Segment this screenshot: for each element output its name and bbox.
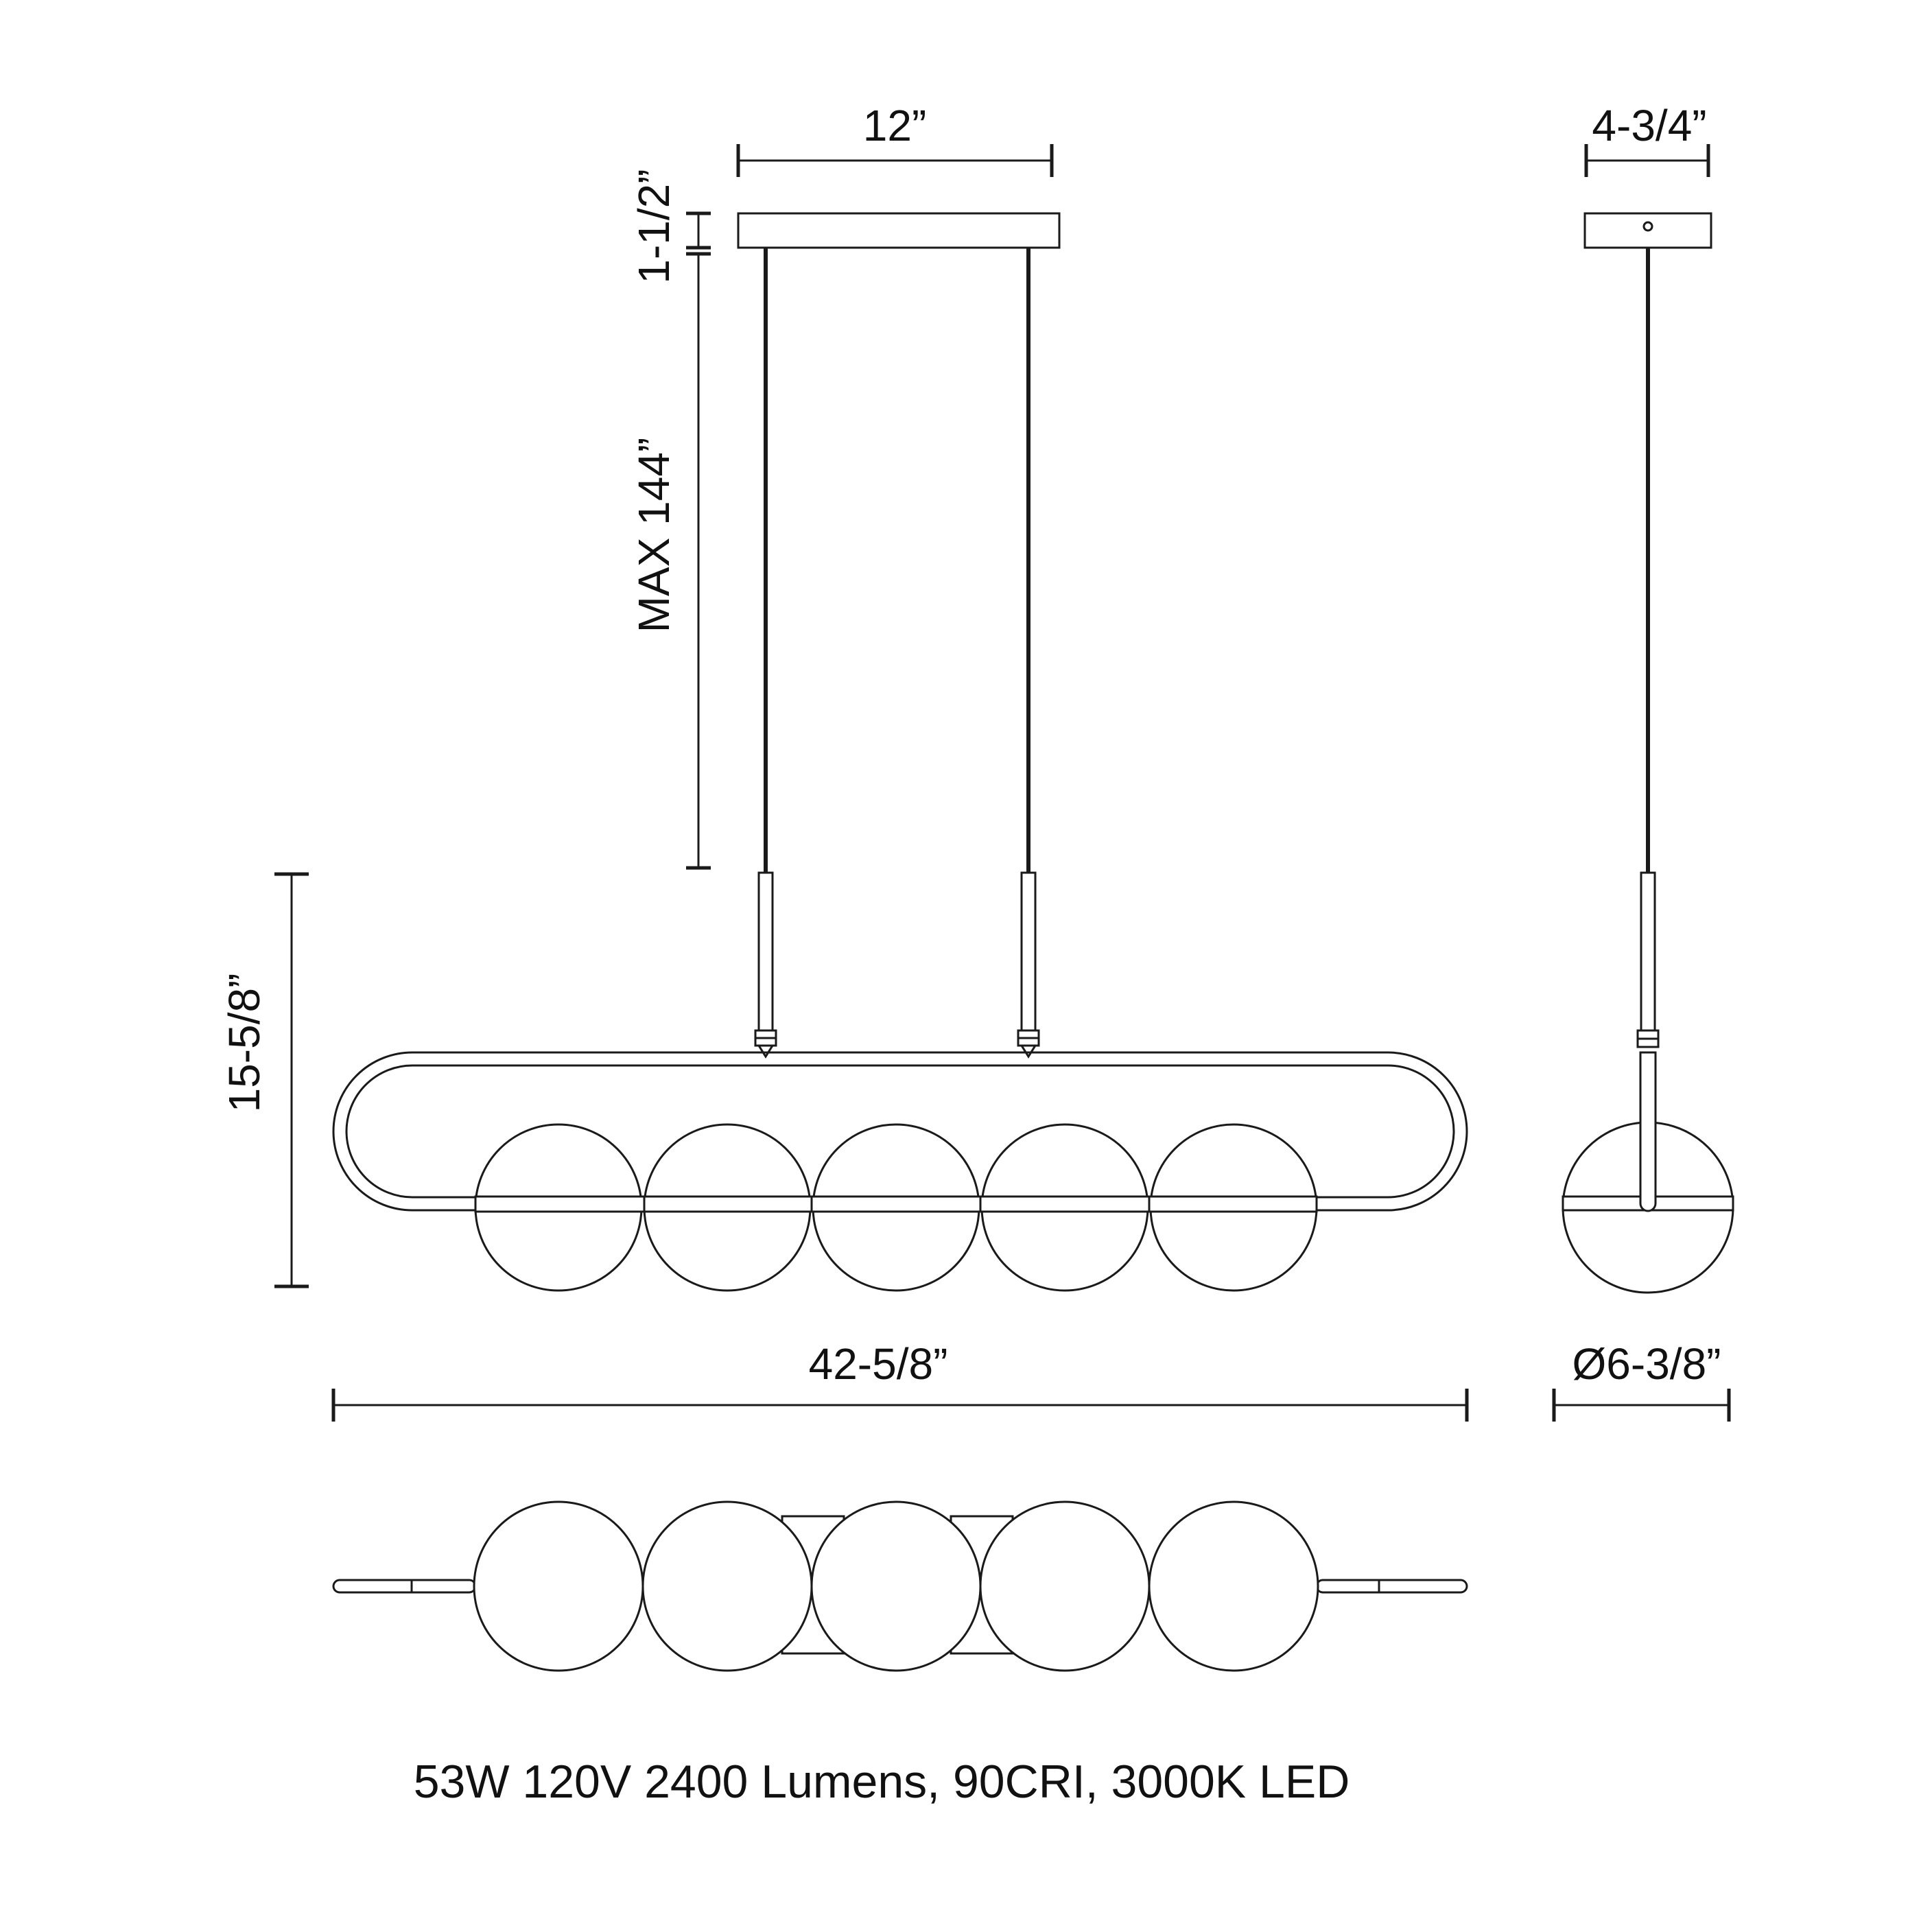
connector-right	[1017, 1029, 1040, 1059]
front-view: 12” 1-1/2” MAX 144”	[220, 101, 1469, 1422]
top-globe-3	[810, 1500, 982, 1672]
cord-length-dimension: MAX 144”	[629, 252, 711, 870]
top-globe-1	[473, 1500, 644, 1672]
top-globe-2	[641, 1500, 813, 1672]
side-view: 4-3/4” Ø6-3/8”	[1552, 101, 1734, 1422]
side-arm	[1639, 1051, 1657, 1212]
canopy-width-dimension: 12”	[736, 101, 1054, 177]
canopy-screw	[1642, 221, 1653, 232]
globe-diameter-dimension: Ø6-3/8”	[1552, 1339, 1731, 1422]
top-globe-5	[1148, 1500, 1319, 1672]
fixture-height-dimension: 15-5/8”	[220, 872, 309, 1288]
top-rod-right	[1315, 1579, 1468, 1594]
side-canopy-width-label: 4-3/4”	[1592, 101, 1706, 150]
globe-diameter-label: Ø6-3/8”	[1572, 1339, 1721, 1389]
spec-text: 53W 120V 2400 Lumens, 90CRI, 3000K LED	[414, 1756, 1350, 1808]
canopy-height-dimension: 1-1/2”	[629, 169, 711, 284]
side-canopy-width-dimension: 4-3/4”	[1584, 101, 1710, 177]
rod-sleeve-left	[757, 871, 774, 1032]
top-globe-4	[979, 1500, 1151, 1672]
side-connector	[1636, 1029, 1660, 1048]
top-view	[332, 1500, 1468, 1672]
globes-front	[474, 1123, 1318, 1292]
rod-sleeve-right	[1020, 871, 1037, 1032]
fixture-length-dimension: 42-5/8”	[331, 1339, 1469, 1422]
side-rod-sleeve	[1640, 871, 1656, 1032]
canopy	[737, 212, 1061, 249]
top-rod-left	[332, 1579, 477, 1594]
connector-left	[754, 1029, 777, 1059]
canopy-height-label: 1-1/2”	[629, 169, 679, 283]
canopy-width-label: 12”	[863, 101, 927, 150]
globe-band	[474, 1195, 1318, 1213]
cord-length-label: MAX 144”	[629, 438, 679, 633]
fixture-length-label: 42-5/8”	[809, 1339, 948, 1389]
fixture-height-label: 15-5/8”	[220, 974, 269, 1113]
